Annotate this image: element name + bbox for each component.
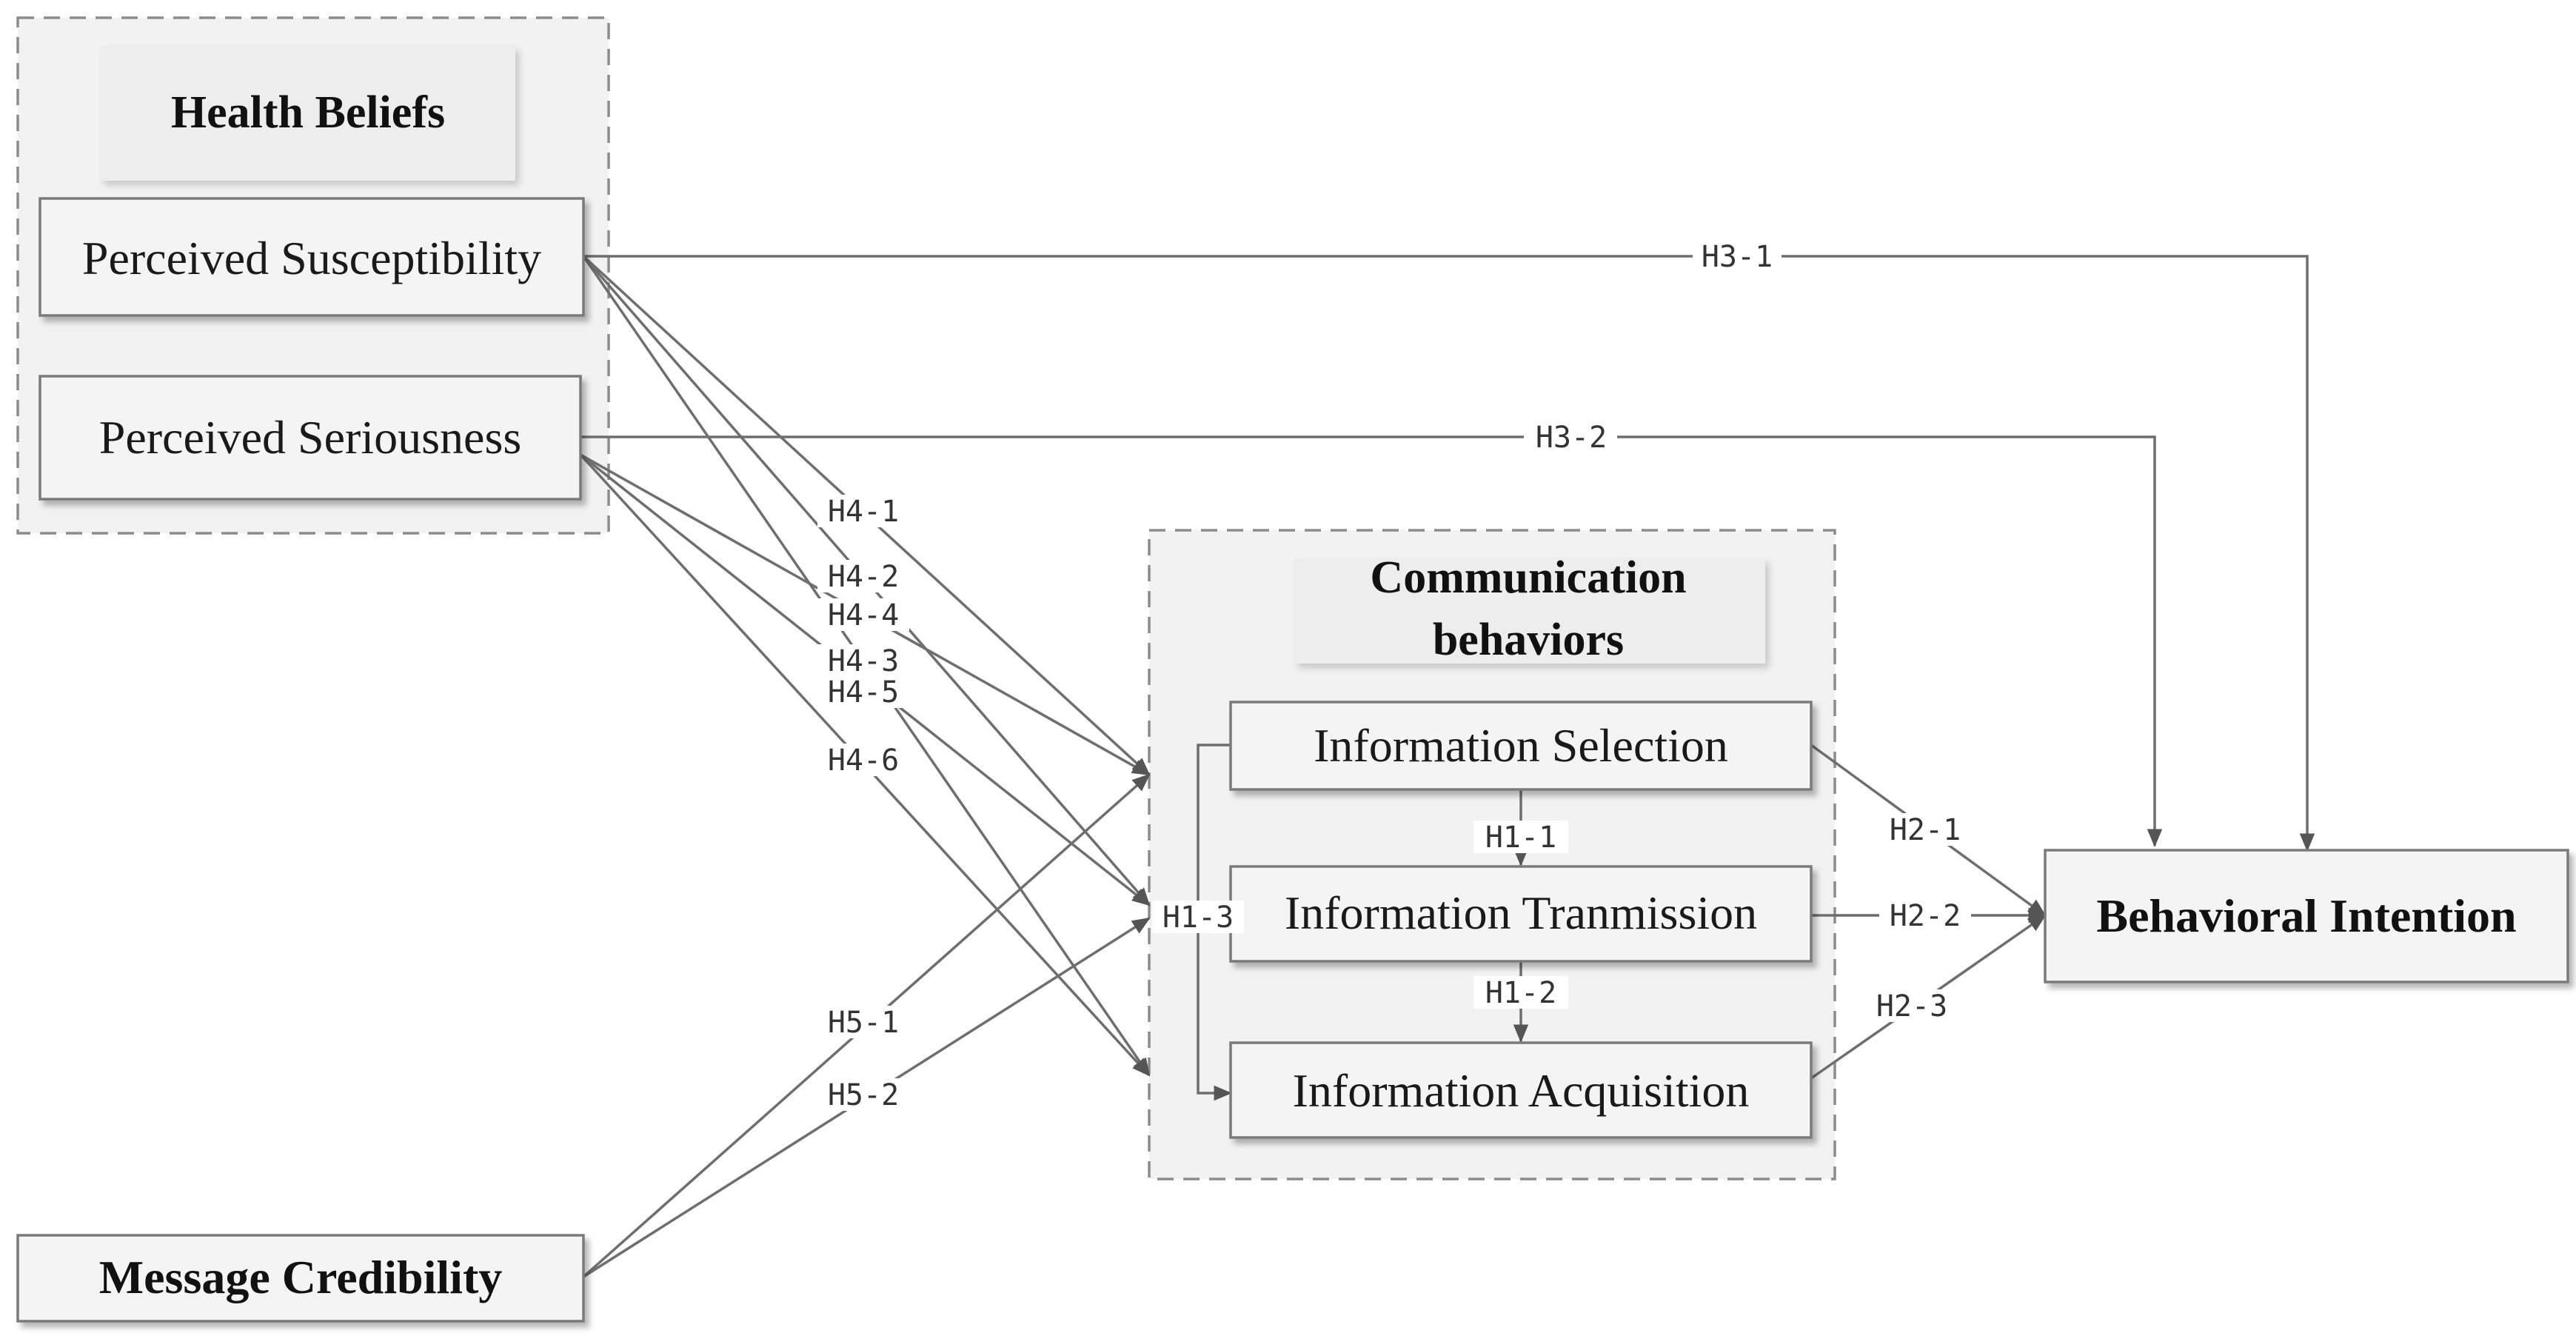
- edge-label-h1-3: H1-3: [1152, 901, 1244, 935]
- svg-text:H1-2: H1-2: [1485, 976, 1556, 1010]
- information-acquisition-box: [1229, 1041, 1813, 1139]
- perceived-susceptibility-label: Perceived Susceptibility: [82, 232, 541, 284]
- svg-text:H2-3: H2-3: [1876, 989, 1947, 1023]
- communication-behaviors-title-box: [1294, 558, 1765, 664]
- svg-text:H3-1: H3-1: [1702, 240, 1773, 274]
- health-beliefs-title-box: [101, 46, 515, 181]
- edge-label-h4-3: H4-3: [817, 644, 909, 678]
- edge-label-h2-2: H2-2: [1879, 899, 1971, 933]
- edge-label-h5-1: H5-1: [817, 1006, 909, 1040]
- svg-text:H4-6: H4-6: [828, 744, 899, 778]
- svg-text:H1-1: H1-1: [1485, 821, 1556, 855]
- svg-text:H4-5: H4-5: [828, 675, 899, 709]
- information-acquisition-label: Information Acquisition: [1293, 1064, 1750, 1117]
- information-transmission-label: Information Tranmission: [1285, 886, 1757, 939]
- edge-label-h4-2: H4-2: [817, 560, 909, 594]
- edge-label-h5-2: H5-2: [817, 1078, 909, 1112]
- perceived-seriousness-label: Perceived Seriousness: [99, 411, 522, 464]
- communication-behaviors-title-line2: behaviors: [1433, 615, 1624, 665]
- svg-text:H4-2: H4-2: [828, 560, 899, 594]
- svg-text:H3-2: H3-2: [1536, 421, 1607, 455]
- behavioral-intention-box: [2044, 849, 2569, 983]
- behavioral-intention-label: Behavioral Intention: [2096, 889, 2516, 942]
- edge-h3-1: [583, 255, 2315, 852]
- svg-text:H4-1: H4-1: [828, 495, 899, 529]
- svg-text:H5-1: H5-1: [828, 1006, 899, 1040]
- edge-label-h4-6: H4-6: [817, 744, 909, 778]
- information-transmission-box: [1229, 865, 1813, 963]
- edge-label-h4-5: H4-5: [817, 675, 909, 709]
- edge-label-h4-1: H4-1: [817, 495, 909, 529]
- svg-text:H4-3: H4-3: [828, 644, 899, 678]
- communication-behaviors-title-line1: Communication: [1370, 552, 1686, 603]
- edge-label-h1-2: H1-2: [1473, 976, 1568, 1010]
- message-credibility-label: Message Credibility: [99, 1251, 503, 1303]
- svg-text:H1-3: H1-3: [1162, 901, 1234, 935]
- svg-text:H4-4: H4-4: [828, 598, 899, 632]
- edge-label-h3-1: H3-1: [1693, 240, 1782, 274]
- information-selection-box: [1229, 701, 1813, 791]
- edge-label-h2-3: H2-3: [1866, 989, 1958, 1023]
- edge-label-h3-2: H3-2: [1524, 421, 1617, 455]
- perceived-susceptibility-box: [39, 197, 585, 317]
- perceived-seriousness-box: [39, 375, 582, 501]
- edge-h3-2: [581, 435, 2163, 848]
- edge-label-h2-1: H2-1: [1879, 813, 1971, 847]
- svg-text:H5-2: H5-2: [828, 1078, 899, 1112]
- information-selection-label: Information Selection: [1314, 719, 1728, 772]
- svg-text:H2-2: H2-2: [1890, 899, 1961, 933]
- svg-text:H2-1: H2-1: [1890, 813, 1961, 847]
- message-credibility-box: [16, 1234, 585, 1323]
- health-beliefs-title: Health Beliefs: [171, 87, 445, 138]
- edge-label-h4-4: H4-4: [817, 598, 909, 632]
- edge-label-h1-1: H1-1: [1473, 821, 1568, 855]
